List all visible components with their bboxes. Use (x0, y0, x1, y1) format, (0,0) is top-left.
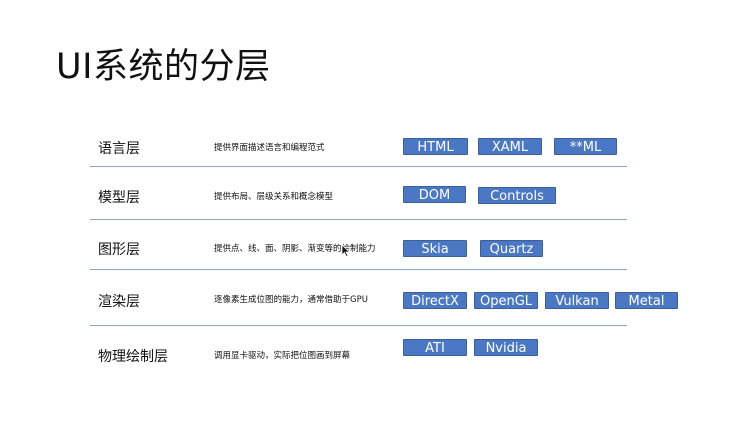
row-divider (90, 166, 627, 167)
chip-vulkan: Vulkan (545, 292, 609, 309)
chip-opengl: OpenGL (474, 292, 538, 309)
slide-title: UI系统的分层 (56, 47, 271, 87)
layer-desc-language: 提供界面描述语言和编程范式 (214, 143, 325, 153)
mouse-pointer-icon (341, 244, 351, 258)
chip-directx: DirectX (403, 292, 467, 309)
chip-quartz: Quartz (480, 240, 543, 257)
row-divider (90, 269, 627, 270)
layer-desc-graphics: 提供点、线、面、阴影、渐变等的绘制能力 (214, 244, 376, 254)
layer-desc-model: 提供布局、层级关系和概念模型 (214, 192, 334, 202)
layer-name-render: 渲染层 (98, 294, 140, 310)
chip-skia: Skia (403, 240, 467, 257)
row-divider (90, 325, 627, 326)
layer-name-graphics: 图形层 (98, 242, 140, 258)
layer-desc-physical: 调用显卡驱动，实际把位图画到屏幕 (214, 351, 351, 361)
row-divider (90, 219, 627, 220)
chip-dom: DOM (403, 186, 466, 203)
layer-name-model: 模型层 (98, 190, 140, 206)
chip-html: HTML (403, 138, 468, 155)
chip-metal: Metal (615, 292, 678, 309)
layer-name-physical: 物理绘制层 (98, 349, 168, 365)
chip-xaml: XAML (478, 138, 542, 155)
chip-controls: Controls (478, 187, 556, 204)
chip-ati: ATI (403, 339, 467, 356)
layer-name-language: 语言层 (98, 141, 140, 157)
layer-desc-render: 逐像素生成位图的能力，通常借助于GPU (214, 295, 368, 305)
chip-nvidia: Nvidia (474, 339, 538, 356)
chip-ml: **ML (554, 138, 617, 155)
